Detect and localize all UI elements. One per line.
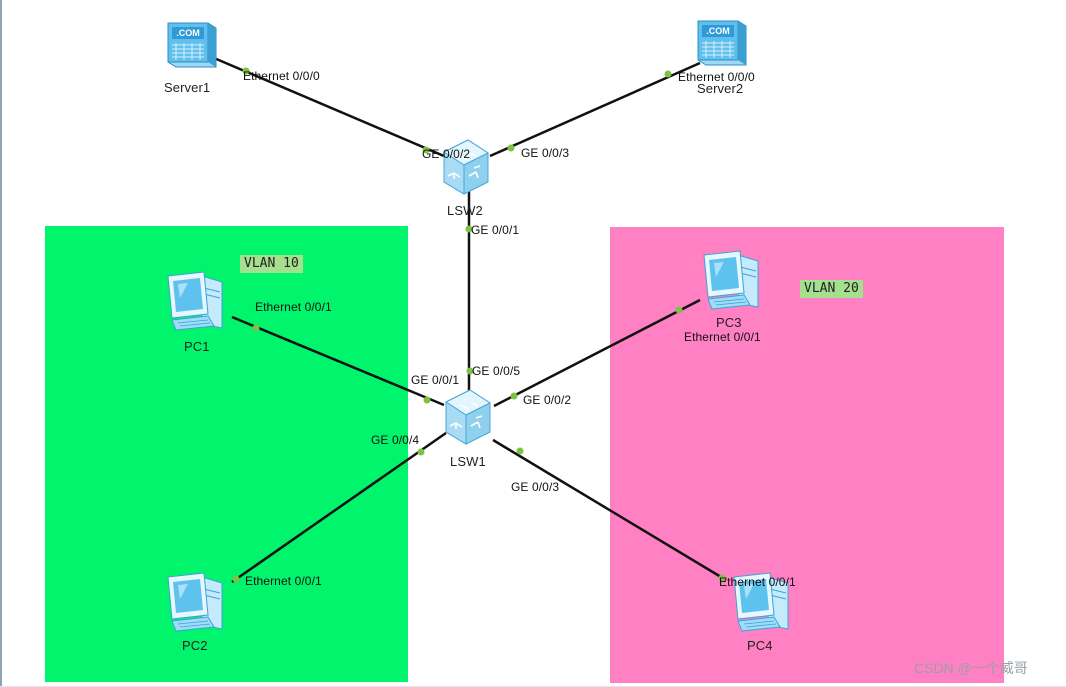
window-left-border	[0, 0, 2, 687]
port-label-lsw1-ge2: GE 0/0/2	[523, 393, 572, 407]
link-server2-lsw2	[489, 61, 701, 158]
link-server1-lsw2	[213, 56, 445, 158]
port-dot-pc2	[232, 575, 240, 583]
port-label-lsw2-ge2: GE 0/0/2	[422, 147, 471, 161]
vlan10-zone[interactable]	[45, 226, 408, 682]
vlan20-zone[interactable]	[610, 227, 1004, 683]
pc1-icon[interactable]	[167, 271, 223, 331]
port-label-lsw1-ge4: GE 0/0/4	[371, 433, 420, 447]
port-label-pc2: Ethernet 0/0/1	[245, 574, 322, 588]
port-dot-lsw1-ge3	[516, 447, 524, 455]
watermark: CSDN @一个威哥	[914, 660, 1028, 676]
port-dot-lsw2-ge1	[465, 225, 473, 233]
link-lines	[213, 56, 727, 584]
server1-screen-text: .COM	[176, 28, 200, 38]
port-label-pc1: Ethernet 0/0/1	[255, 300, 332, 314]
pc2-icon[interactable]	[167, 572, 223, 632]
vlan10-label: VLAN 10	[240, 255, 303, 273]
port-dot-lsw1-ge1	[423, 396, 431, 404]
pc3-name: PC3	[716, 315, 742, 330]
pc4-name: PC4	[747, 638, 773, 653]
pc2-name: PC2	[182, 638, 208, 653]
link-pc4-lsw1	[492, 438, 727, 582]
pc3-icon[interactable]	[703, 250, 759, 310]
port-label-lsw2-ge3: GE 0/0/3	[521, 146, 570, 160]
port-dot-lsw1-ge5	[466, 367, 474, 375]
port-dot-lsw1-ge2	[510, 392, 518, 400]
port-label-lsw1-ge1: GE 0/0/1	[411, 373, 460, 387]
port-label-lsw2-ge1: GE 0/0/1	[471, 223, 520, 237]
port-dots	[232, 67, 726, 583]
port-dot-lsw2-ge3	[507, 144, 515, 152]
server2-icon[interactable]: .COM	[697, 20, 747, 66]
port-label-pc3: Ethernet 0/0/1	[684, 330, 761, 344]
server2-name: Server2	[697, 81, 744, 96]
server1-icon[interactable]: .COM	[167, 22, 217, 68]
port-dot-pc4	[718, 574, 726, 582]
lsw2-name: LSW2	[447, 203, 483, 218]
port-label-pc4: Ethernet 0/0/1	[719, 575, 796, 589]
port-label-server2: Ethernet 0/0/0	[678, 70, 755, 84]
pc1-name: PC1	[184, 339, 210, 354]
port-dot-pc1	[252, 324, 260, 332]
port-dot-server2	[664, 70, 672, 78]
port-label-lsw1-ge3: GE 0/0/3	[511, 480, 560, 494]
port-dot-server1	[242, 67, 250, 75]
port-dot-lsw2-ge2	[422, 146, 430, 154]
link-pc1-lsw1	[231, 315, 445, 407]
port-dot-lsw1-ge4	[417, 448, 425, 456]
server2-screen-text: .COM	[706, 26, 730, 36]
port-label-server1: Ethernet 0/0/0	[243, 69, 320, 83]
lsw1-name: LSW1	[450, 454, 486, 469]
lsw1-switch-icon[interactable]	[445, 389, 491, 445]
link-pc2-lsw1	[231, 431, 447, 584]
port-dot-pc3	[675, 306, 683, 314]
vlan20-label: VLAN 20	[800, 280, 863, 298]
server1-name: Server1	[164, 80, 211, 95]
port-label-lsw1-ge5: GE 0/0/5	[472, 364, 521, 378]
link-pc3-lsw1	[493, 298, 701, 408]
